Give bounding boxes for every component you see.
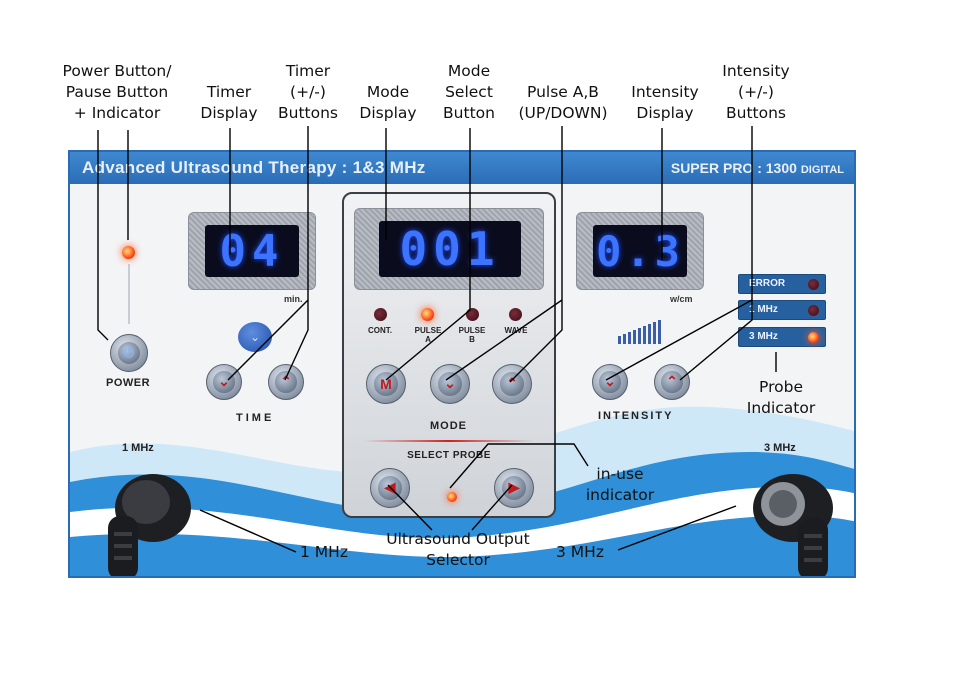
probe-badge-error-label: ERROR <box>749 278 786 289</box>
intensity-minus-button[interactable]: ⌄ <box>592 364 628 400</box>
probe-badge-3mhz-label: 3 MHz <box>749 331 778 342</box>
intensity-label: INTENSITY <box>598 410 674 422</box>
wave-led <box>509 308 522 321</box>
timer-unit: min. <box>284 294 303 304</box>
model-title: SUPER PRO : 1300 DIGITAL <box>671 160 844 176</box>
callout-mode-select: Mode Select Button <box>443 62 495 122</box>
callout-timer-buttons: Timer (+/-) Buttons <box>278 62 338 122</box>
probe-badge-1mhz-label: 1 MHz <box>749 304 778 315</box>
header-bar: Advanced Ultrasound Therapy : 1&3 MHz SU… <box>70 152 854 184</box>
device-panel: Advanced Ultrasound Therapy : 1&3 MHz SU… <box>68 150 856 578</box>
chevron-up-icon: ⌃ <box>500 372 524 396</box>
mode-select-button[interactable]: M <box>366 364 406 404</box>
timer-mode-icon: ⌄ <box>238 322 272 352</box>
chevron-down-icon: ⌄ <box>213 371 235 393</box>
pulse-a-led <box>421 308 434 321</box>
callout-in-use: in-use indicator <box>585 465 655 504</box>
timer-minus-button[interactable]: ⌄ <box>206 364 242 400</box>
pulse-up-button[interactable]: ⌃ <box>492 364 532 404</box>
left-probe-label: 1 MHz <box>122 442 154 454</box>
chevron-right-icon: ▶ <box>502 476 526 500</box>
mode-label: MODE <box>430 420 467 432</box>
pulse-down-button[interactable]: ⌄ <box>430 364 470 404</box>
intensity-unit: w/cm <box>670 294 693 304</box>
right-probe-label: 3 MHz <box>764 442 796 454</box>
power-indicator-led <box>122 246 135 259</box>
power-label: POWER <box>106 377 151 389</box>
mode-display-bezel: 001 <box>354 208 544 290</box>
callout-intensity-display: Intensity Display <box>631 83 699 122</box>
callout-probe-indicator: Probe Indicator <box>746 378 816 417</box>
callout-power: Power Button/ Pause Button + Indicator <box>62 62 172 122</box>
chevron-up-icon: ⌃ <box>661 371 683 393</box>
in-use-led <box>447 492 457 502</box>
probe-badge-error: ERROR <box>738 274 826 294</box>
mode-m-glyph: M <box>374 372 398 396</box>
cont-led <box>374 308 387 321</box>
callout-right-probe: 3 MHz <box>556 543 604 561</box>
callout-timer-display: Timer Display <box>200 83 258 122</box>
model-name: SUPER PRO : 1300 <box>670 160 797 176</box>
probe-right-button[interactable]: ▶ <box>494 468 534 508</box>
power-icon: ⏻ <box>117 341 141 365</box>
model-suffix: DIGITAL <box>800 164 844 176</box>
1mhz-led <box>808 305 819 316</box>
mode-divider <box>364 440 534 442</box>
time-label: TIME <box>236 412 275 424</box>
intensity-plus-button[interactable]: ⌃ <box>654 364 690 400</box>
wave-label: WAVE <box>504 326 528 335</box>
callout-intensity-buttons: Intensity (+/-) Buttons <box>722 62 790 122</box>
power-divider <box>128 264 130 324</box>
callout-left-probe: 1 MHz <box>300 543 348 561</box>
error-led <box>808 279 819 290</box>
intensity-bargraph <box>618 320 661 344</box>
power-button[interactable]: ⏻ <box>110 334 148 372</box>
callout-mode-display: Mode Display <box>359 83 417 122</box>
probe-badge-3mhz: 3 MHz <box>738 327 826 347</box>
pulse-b-label: PULSE B <box>458 326 486 344</box>
left-probe-connector <box>108 474 191 576</box>
probe-badge-1mhz: 1 MHz <box>738 300 826 320</box>
callout-pulse: Pulse A,B (UP/DOWN) <box>518 83 608 122</box>
timer-plus-button[interactable]: ⌃ <box>268 364 304 400</box>
cont-label: CONT. <box>368 326 392 335</box>
intensity-display: 0.3 <box>593 225 687 277</box>
intensity-display-bezel: 0.3 <box>576 212 704 290</box>
device-title: Advanced Ultrasound Therapy : 1&3 MHz <box>82 158 426 177</box>
chevron-down-icon: ⌄ <box>438 372 462 396</box>
right-probe-connector <box>753 474 833 576</box>
mode-display: 001 <box>379 221 521 277</box>
3mhz-led <box>808 332 819 343</box>
mode-panel: 001 CONT. PULSE A PULSE B WAVE M ⌄ ⌃ MOD… <box>342 192 556 518</box>
select-probe-label: SELECT PROBE <box>407 450 491 461</box>
chevron-up-icon: ⌃ <box>275 371 297 393</box>
pulse-a-label: PULSE A <box>414 326 442 344</box>
chevron-down-icon: ⌄ <box>599 371 621 393</box>
callout-output-selector: Ultrasound Output Selector <box>386 530 530 569</box>
